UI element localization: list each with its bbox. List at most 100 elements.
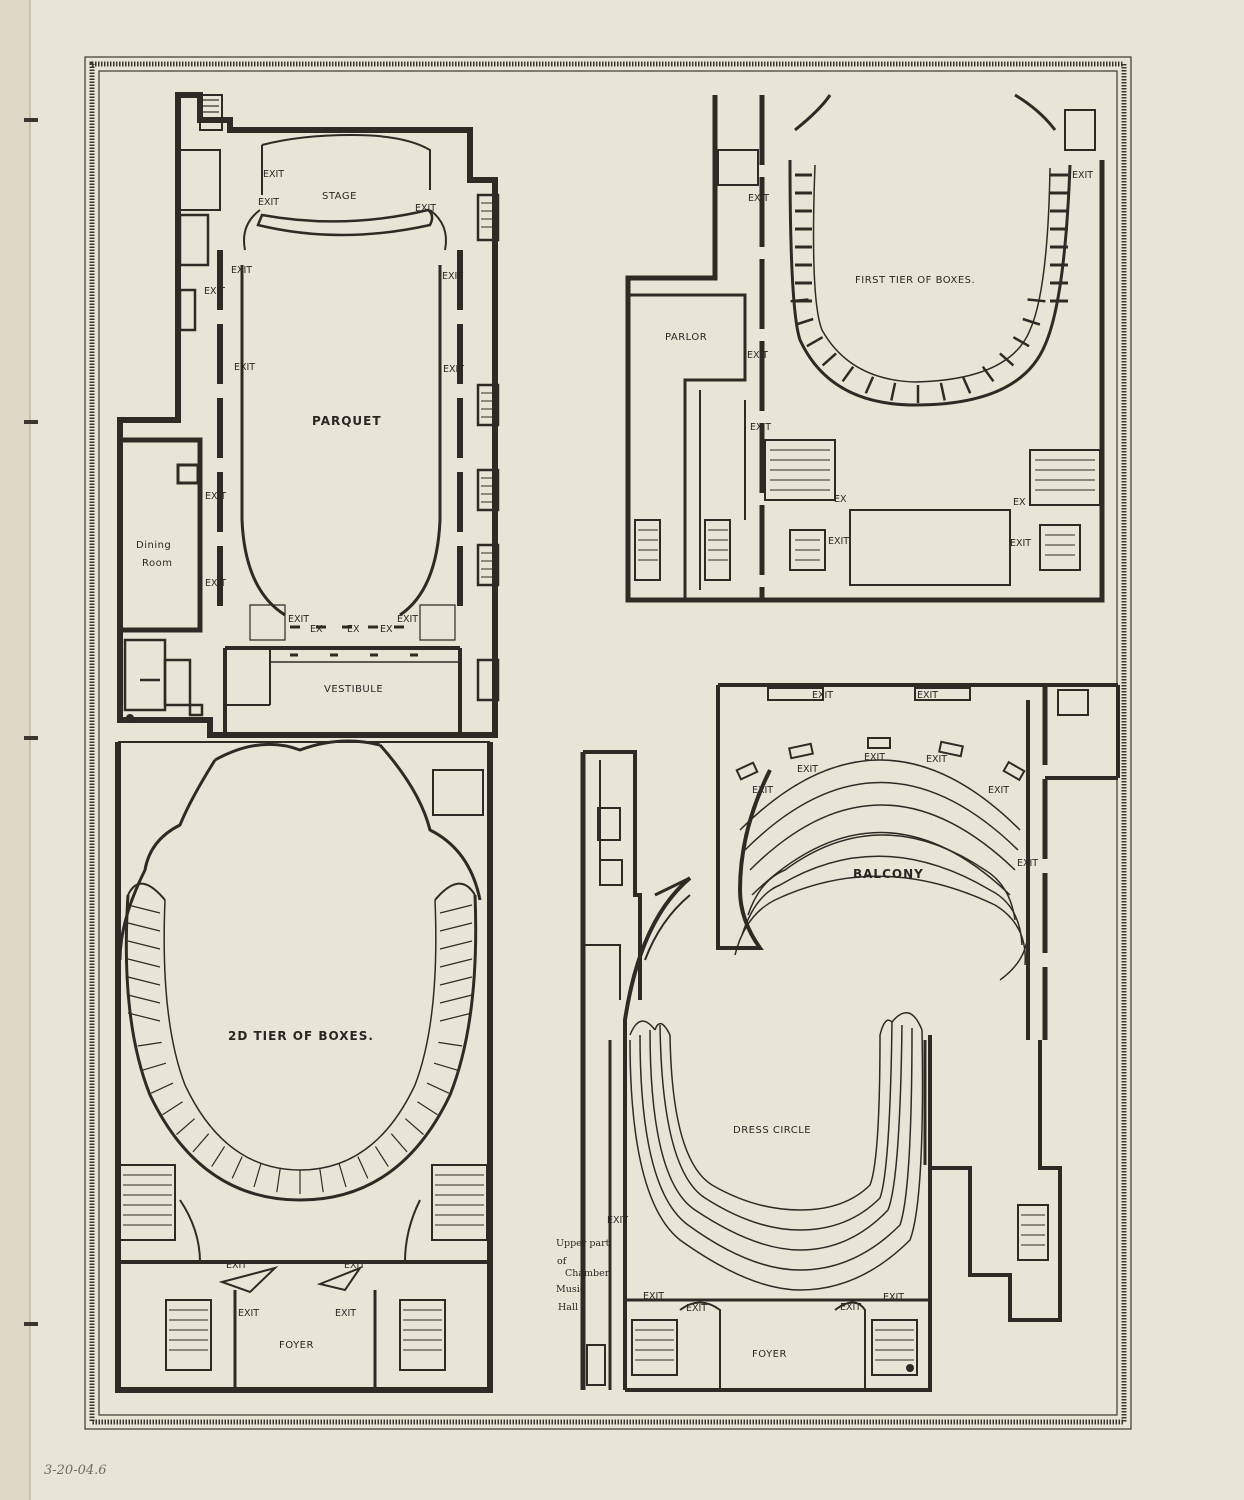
box-partition [150, 1082, 174, 1094]
box-partition [439, 922, 473, 932]
exit-label: EXIT [231, 265, 252, 276]
ex-label: EX [310, 624, 323, 635]
exit-label: EXIT [883, 1292, 904, 1303]
dress-circle-label: DRESS CIRCLE [733, 1125, 811, 1136]
exit-label: EXIT [926, 754, 947, 765]
second-tier-label: 2D TIER OF BOXES. [228, 1029, 374, 1043]
box-partition [821, 352, 837, 367]
exit-label: EXIT [812, 690, 833, 701]
exit-label: EXIT [988, 785, 1009, 796]
exit-label: EXIT [442, 271, 463, 282]
foyer-label-right: FOYER [752, 1349, 787, 1360]
stage-label: STAGE [322, 191, 357, 202]
box-partition [162, 1101, 183, 1116]
exit-label: EXIT [643, 1291, 664, 1302]
exit-label: EXIT [288, 614, 309, 625]
box-partition [841, 365, 855, 383]
foyer-label-left: FOYER [279, 1340, 314, 1351]
box-partition [439, 904, 473, 914]
ex-label: EX [834, 494, 847, 505]
exit-label: EXIT [686, 1303, 707, 1314]
dress-circle-plan [580, 750, 1062, 1392]
first-tier-label: FIRST TIER OF BOXES. [855, 275, 975, 286]
parquet-plan [117, 92, 500, 738]
chamber-music-hall-note: Upper part of Chamber Music Hall [556, 1238, 610, 1313]
box-partition [1027, 298, 1046, 303]
exit-label: EXIT [335, 1308, 356, 1319]
parquet-label: PARQUET [312, 414, 382, 428]
exit-label: EXIT [258, 197, 279, 208]
box-partition [417, 1101, 438, 1116]
binding-edge [0, 0, 30, 1500]
exit-label: EXIT [752, 785, 773, 796]
box-partition [176, 1118, 195, 1135]
exit-label: EXIT [607, 1215, 628, 1226]
handwritten-date: 3-20-04.6 [44, 1463, 107, 1478]
exit-label: EXIT [204, 286, 225, 297]
parlor-label: PARLOR [665, 332, 707, 343]
exit-label: EXIT [415, 203, 436, 214]
box-partition [231, 1156, 243, 1179]
exit-label: EXIT [1017, 858, 1038, 869]
exit-label: EXIT [797, 764, 818, 775]
box-partition [439, 994, 473, 1004]
exit-markers: EXIT EXIT EXIT EXIT EXIT EXIT EXIT EXIT … [204, 169, 1093, 1319]
second-tier-plan [115, 739, 493, 1393]
exit-label: EXIT [1072, 170, 1093, 181]
box-partition [1012, 336, 1030, 348]
plan-labels: PARQUET STAGE VESTIBULE Dining Room FIRS… [136, 191, 975, 1360]
binding-staples [24, 118, 38, 1326]
exit-label: EXIT [1010, 538, 1031, 549]
exit-label: EXIT [747, 350, 768, 361]
box-partition [795, 317, 814, 326]
box-partition [939, 382, 946, 401]
box-partition [981, 365, 995, 383]
exit-label: EXIT [344, 1260, 365, 1271]
box-partition [433, 1062, 458, 1071]
dining-room-label-line1: Dining [136, 540, 171, 551]
exit-label: EXIT [205, 578, 226, 589]
balcony-label: BALCONY [853, 867, 924, 881]
svg-text:of: of [557, 1256, 568, 1267]
box-partition [253, 1163, 262, 1188]
box-partition [999, 352, 1015, 367]
box-partition [142, 1062, 167, 1071]
first-tier-plan [625, 93, 1105, 603]
box-partition [961, 376, 972, 394]
box-partition [192, 1133, 210, 1153]
box-partition [338, 1163, 347, 1188]
exit-label: EXIT [263, 169, 284, 180]
exit-label: EXIT [234, 362, 255, 373]
box-partition [439, 940, 473, 950]
svg-text:Music: Music [556, 1284, 585, 1295]
balcony-plan [716, 683, 1120, 1040]
dining-room-label-line2: Room [142, 558, 172, 569]
exit-label: EXIT [828, 536, 849, 547]
exit-label: EXIT [750, 422, 771, 433]
box-partition [127, 976, 161, 986]
box-partition [405, 1118, 424, 1135]
box-partition [319, 1168, 324, 1193]
box-partition [357, 1156, 369, 1179]
box-partition [127, 994, 161, 1004]
box-partition [806, 336, 824, 348]
box-partition [426, 1082, 450, 1094]
box-partition [439, 1012, 473, 1022]
box-partition [127, 940, 161, 950]
box-partition [374, 1146, 389, 1167]
first-tier-box-partitions [790, 173, 1068, 403]
exit-label: EXIT [238, 1308, 259, 1319]
exit-label: EXIT [443, 364, 464, 375]
box-partition [211, 1146, 226, 1167]
box-partition [137, 1041, 162, 1047]
exit-label: EXIT [864, 752, 885, 763]
box-partition [439, 958, 473, 968]
exit-label: EXIT [205, 491, 226, 502]
ex-label: EX [380, 624, 393, 635]
box-partition [438, 1041, 463, 1047]
box-partition [890, 382, 897, 401]
svg-text:Chamber: Chamber [565, 1268, 610, 1279]
exit-label: EXIT [397, 614, 418, 625]
